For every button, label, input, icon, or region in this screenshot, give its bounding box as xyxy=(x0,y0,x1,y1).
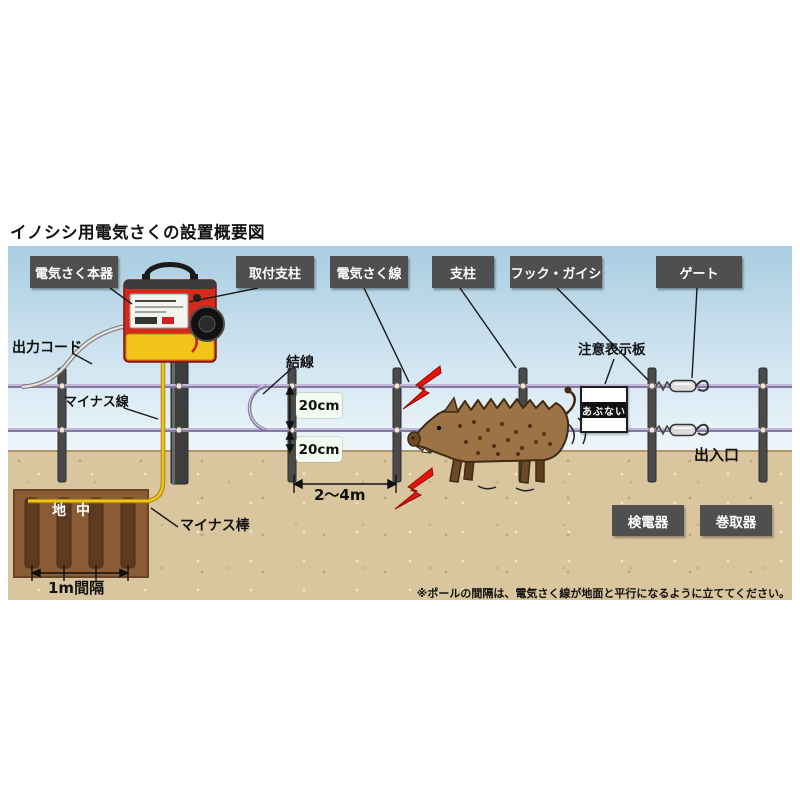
measurement-arrows xyxy=(30,385,398,581)
label-minus-wire: マイナス線 xyxy=(64,395,129,410)
insulator-icon xyxy=(519,382,527,390)
ground-rod-icon xyxy=(120,497,136,569)
label-minus-rod: マイナス棒 xyxy=(180,518,250,534)
device-base xyxy=(125,333,215,361)
insulator-icon xyxy=(759,382,767,390)
label-warning-board: 注意表示板 xyxy=(578,342,646,358)
callout-fence-wire: 電気さく線 xyxy=(330,256,408,288)
callout-post: 支柱 xyxy=(432,256,494,288)
gate-hook-icon xyxy=(695,379,710,392)
gate-handle-icon xyxy=(669,423,697,437)
boar-ear xyxy=(442,396,459,413)
boar-tusk xyxy=(421,447,432,454)
insulator-icon xyxy=(58,426,66,434)
label-rod-interval: 1m間隔 xyxy=(48,579,105,597)
output-cord-cable xyxy=(21,321,139,390)
minus-wire-cable xyxy=(28,356,166,504)
gate-hook-icon xyxy=(695,423,710,436)
gate-handle-icon xyxy=(669,379,697,393)
callout-hook-insulator: フック・ガイシ xyxy=(510,256,602,288)
label-underground: 地中 xyxy=(52,503,100,519)
label-entrance: 出入口 xyxy=(694,446,740,464)
boar-body xyxy=(411,398,570,463)
wire-gap-bottom-chip: 20cm xyxy=(296,437,342,462)
callout-gate: ゲート xyxy=(656,256,742,288)
voltage-tester-box: 検電器 xyxy=(612,505,684,536)
insulator-icon xyxy=(648,382,656,390)
callout-mount-post: 取付支柱 xyxy=(236,256,314,288)
callout-main-unit: 電気さく本器 xyxy=(30,256,118,288)
underground-section xyxy=(13,489,149,578)
boar-eye xyxy=(436,425,442,431)
insulator-icon xyxy=(393,426,401,434)
ground-rod-icon xyxy=(24,497,40,569)
label-post-span: 2～4m xyxy=(314,486,366,504)
device-handle-icon xyxy=(143,262,197,279)
insulator-icon xyxy=(175,382,183,390)
insulators xyxy=(58,382,767,434)
label-output-cord: 出力コード xyxy=(12,340,82,356)
post-icon xyxy=(647,367,657,483)
fence-energizer-device xyxy=(123,262,225,363)
electric-shock-icon xyxy=(394,365,442,510)
leader-lines xyxy=(71,287,698,528)
insulator-icon xyxy=(175,426,183,434)
footnote: ※ポールの間隔は、電気さく線が地面と平行になるように立ててください。 xyxy=(416,587,790,600)
post-icon xyxy=(392,367,402,483)
fence-installation-diagram: 電気さく本器 取付支柱 電気さく線 支柱 フック・ガイシ ゲート 出力コード マ… xyxy=(8,246,792,600)
insulator-icon xyxy=(759,426,767,434)
post-icon xyxy=(758,367,768,483)
winder-box: 巻取器 xyxy=(700,505,772,536)
boar-spots xyxy=(458,420,552,456)
wire-connection-loop xyxy=(247,384,267,432)
warning-sign-text: あぶない xyxy=(582,402,626,418)
gate-handles xyxy=(655,379,710,437)
insulator-icon xyxy=(393,382,401,390)
warning-sign: あぶない xyxy=(580,386,628,433)
boar-tail xyxy=(565,389,576,415)
diagram-drawing xyxy=(8,262,792,581)
insulator-icon xyxy=(648,426,656,434)
wild-boar-illustration xyxy=(407,386,587,492)
diagram-title: イノシシ用電気さくの設置概要図 xyxy=(10,223,265,242)
label-connection: 結線 xyxy=(286,355,314,371)
wire-gap-top-chip: 20cm xyxy=(296,393,342,418)
insulator-icon xyxy=(58,382,66,390)
